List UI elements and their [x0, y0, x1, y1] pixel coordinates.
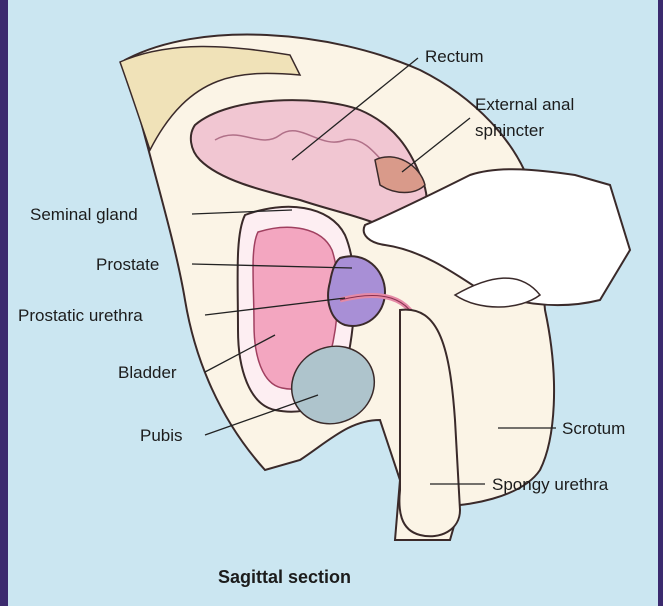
label-bladder: Bladder [118, 363, 177, 382]
label-scrotum: Scrotum [562, 419, 625, 438]
label-rectum: Rectum [425, 47, 484, 66]
label-prostatic-urethra: Prostatic urethra [18, 306, 143, 325]
label-pubis: Pubis [140, 426, 183, 445]
label-seminal-gland: Seminal gland [30, 205, 138, 224]
caption: Sagittal section [218, 567, 351, 587]
label-spongy-urethra: Spongy urethra [492, 475, 609, 494]
label-external-anal-sphincter-1: External anal [475, 95, 574, 114]
label-prostate: Prostate [96, 255, 159, 274]
label-external-anal-sphincter-2: sphincter [475, 121, 544, 140]
